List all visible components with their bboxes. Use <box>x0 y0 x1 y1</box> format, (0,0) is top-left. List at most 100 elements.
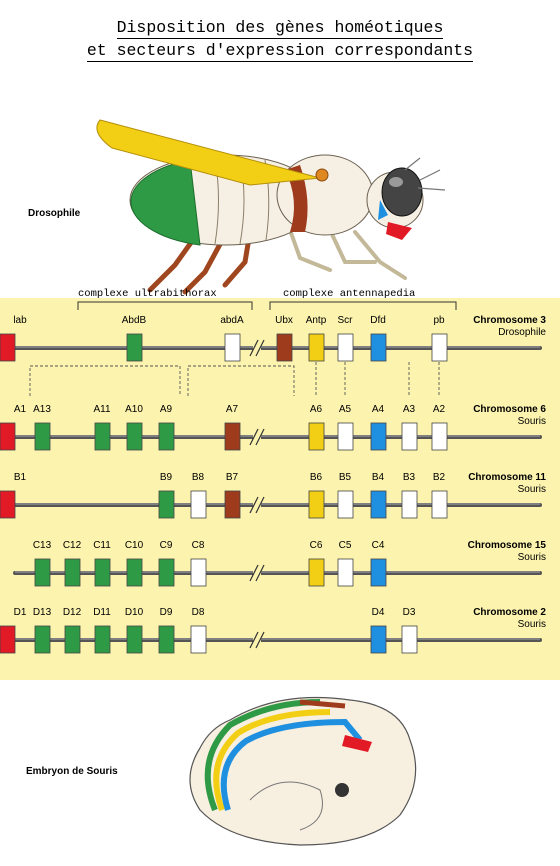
gene-box <box>431 422 448 451</box>
gene-label: D3 <box>402 607 416 618</box>
gene-box <box>190 625 207 654</box>
chromosome-break-gap <box>253 344 261 352</box>
chromosome-break-gap <box>253 569 261 577</box>
gene-box <box>370 625 387 654</box>
complex-antennapedia-label: complexe antennapedia <box>283 288 416 300</box>
chromosome-break-gap <box>253 501 261 509</box>
gene-box <box>94 625 111 654</box>
gene-box <box>94 558 111 587</box>
gene-label: B4 <box>371 472 385 483</box>
gene-label: A6 <box>309 404 323 415</box>
gene-box <box>158 490 175 519</box>
chromosome-row <box>13 558 542 587</box>
gene-box <box>224 490 241 519</box>
gene-label: abdA <box>220 315 244 326</box>
gene-box <box>337 558 354 587</box>
chromosome-species: Souris <box>517 552 546 563</box>
gene-label: D13 <box>32 607 52 618</box>
gene-box <box>126 558 143 587</box>
gene-label: A3 <box>402 404 416 415</box>
chromosome-row <box>0 625 542 654</box>
chromosome-break-gap <box>253 433 261 441</box>
gene-label: C4 <box>371 540 385 551</box>
gene-box <box>370 558 387 587</box>
gene-box <box>308 558 325 587</box>
chromosome-species: Souris <box>517 619 546 630</box>
gene-label: C10 <box>124 540 144 551</box>
gene-label: C12 <box>62 540 82 551</box>
gene-label: Ubx <box>275 315 293 326</box>
gene-box <box>190 558 207 587</box>
gene-box <box>94 422 111 451</box>
chromosome-row <box>0 333 542 362</box>
gene-label: A4 <box>371 404 385 415</box>
gene-box <box>224 333 241 362</box>
chromosome-break <box>249 339 265 357</box>
gene-box <box>370 490 387 519</box>
gene-box <box>34 422 51 451</box>
gene-label: B5 <box>338 472 352 483</box>
gene-box <box>34 625 51 654</box>
gene-label: C5 <box>338 540 352 551</box>
chromosome-name: Chromosome 6 <box>473 404 546 415</box>
gene-box <box>126 625 143 654</box>
drosophila-illustration <box>96 119 446 295</box>
gene-box <box>431 490 448 519</box>
gene-box <box>0 490 16 519</box>
gene-label: D1 <box>13 607 27 618</box>
gene-label: A2 <box>432 404 446 415</box>
gene-label: C9 <box>159 540 173 551</box>
chromosome-row <box>0 490 542 519</box>
chromosome-name: Chromosome 3 <box>473 315 546 326</box>
gene-box <box>0 333 16 362</box>
gene-label: D9 <box>159 607 173 618</box>
gene-box <box>158 422 175 451</box>
chromosome-break <box>249 496 265 514</box>
gene-box <box>190 490 207 519</box>
chromosome-break <box>249 428 265 446</box>
gene-label: AbdB <box>121 315 147 326</box>
gene-box <box>401 422 418 451</box>
gene-label: D12 <box>62 607 82 618</box>
chromosome-break-gap <box>253 636 261 644</box>
gene-box <box>370 333 387 362</box>
chromosome-species: Souris <box>517 484 546 495</box>
gene-box <box>401 490 418 519</box>
gene-label: B9 <box>159 472 173 483</box>
gene-box <box>276 333 293 362</box>
gene-box <box>34 558 51 587</box>
chromosome-break <box>249 564 265 582</box>
chromosome-species: Drosophile <box>498 327 546 338</box>
gene-box <box>337 490 354 519</box>
gene-box <box>64 625 81 654</box>
complex-ultrabithorax-label: complexe ultrabithorax <box>78 288 217 300</box>
gene-label: D8 <box>191 607 205 618</box>
gene-box <box>337 333 354 362</box>
gene-label: pb <box>433 315 445 326</box>
gene-label: A5 <box>338 404 352 415</box>
gene-box <box>308 333 325 362</box>
embryo-label: Embryon de Souris <box>26 766 118 777</box>
gene-panel <box>0 298 560 680</box>
gene-label: D4 <box>371 607 385 618</box>
chromosome-break <box>249 631 265 649</box>
gene-label: A10 <box>125 404 143 415</box>
gene-label: B7 <box>225 472 239 483</box>
gene-label: B1 <box>13 472 27 483</box>
gene-label: C8 <box>191 540 205 551</box>
chromosome-name: Chromosome 11 <box>468 472 546 483</box>
chromosome-name: Chromosome 15 <box>467 540 546 551</box>
correspondence-lines <box>29 362 440 396</box>
chromosome-row <box>0 422 542 451</box>
gene-label: B3 <box>402 472 416 483</box>
gene-label: A9 <box>159 404 173 415</box>
gene-box <box>0 422 16 451</box>
gene-label: A11 <box>93 404 111 415</box>
gene-box <box>431 333 448 362</box>
gene-label: Scr <box>337 315 353 326</box>
page-title: Disposition des gènes homéotiques et sec… <box>0 16 560 62</box>
gene-box <box>224 422 241 451</box>
gene-box <box>64 558 81 587</box>
gene-label: D11 <box>93 607 111 618</box>
